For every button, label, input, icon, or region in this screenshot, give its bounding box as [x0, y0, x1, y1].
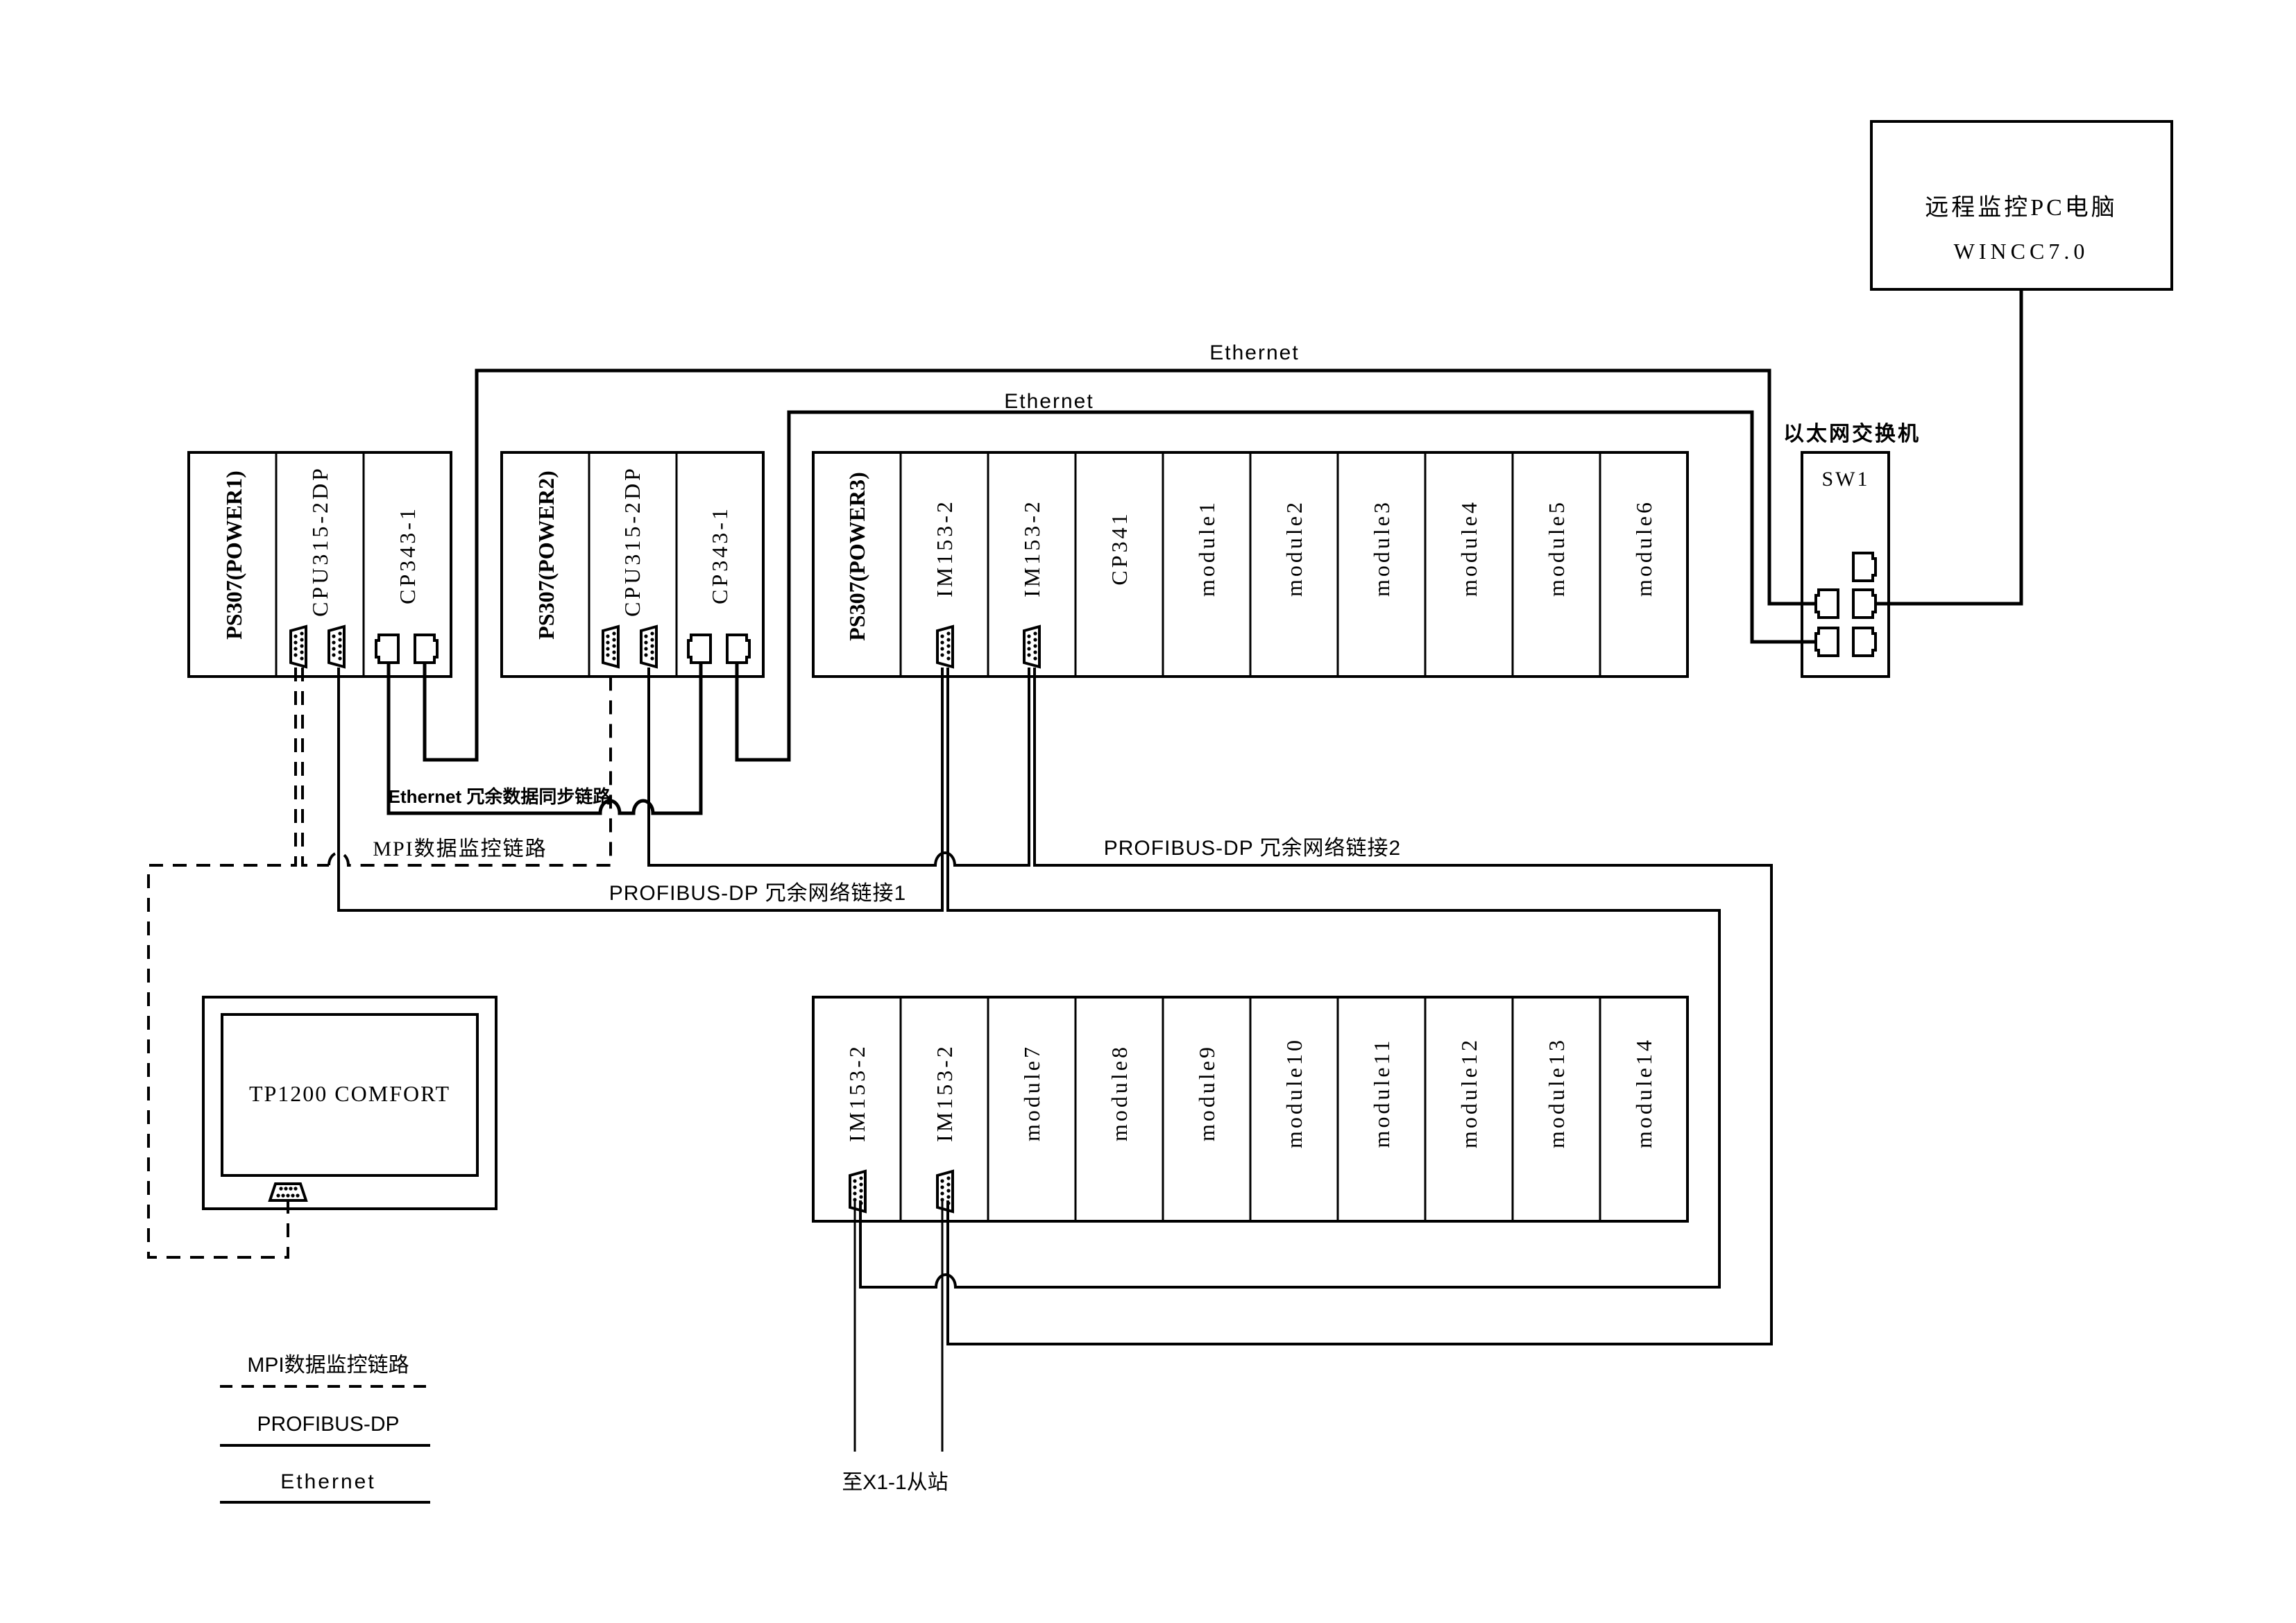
rack1-cpu-dp-port-icon [328, 625, 346, 668]
remote-pc-title: 远程监控PC电脑 [1925, 194, 2118, 221]
mpi-link-label: MPI数据监控链路 [373, 838, 547, 860]
ethernet-links [386, 289, 2023, 815]
rack2-slot-cpu: CPU315-2DP [620, 466, 645, 617]
ethernet-sync-link [386, 663, 703, 815]
rack4-slot-module12: module12 [1456, 1037, 1481, 1148]
rack3-im2-port-icon [1023, 625, 1041, 668]
ethernet-top-label: Ethernet [1209, 341, 1299, 364]
switch-port-1-icon [1852, 552, 1877, 582]
rack-1: PS307(POWER1) CPU315-2DP CP343-1 [187, 451, 452, 678]
ethernet-second-label: Ethernet [1004, 390, 1094, 413]
profibus-link-2-label: PROFIBUS-DP 冗余网络链接2 [1104, 837, 1402, 860]
rack3-slot-module5: module5 [1544, 500, 1569, 597]
ethernet-link-rack2 [735, 410, 1816, 762]
rack2-cp-port-2-icon [726, 634, 751, 664]
switch-port-4-icon [1814, 627, 1839, 657]
switch-title: 以太网交换机 [1783, 422, 1921, 445]
switch-box [1801, 451, 1890, 678]
ethernet-link-rack1 [423, 368, 1816, 762]
mpi-link-hmi [147, 668, 297, 1259]
rack3-slot-im153-2: IM153-2 [932, 499, 957, 597]
rack1-slot-ps: PS307(POWER1) [221, 470, 246, 640]
rack4-slot-module13: module13 [1544, 1037, 1569, 1148]
rack1-slot-cpu: CPU315-2DP [307, 466, 332, 617]
rack4-slot-im153-2: IM153-2 [932, 1044, 957, 1142]
mpi-links [147, 668, 612, 1259]
rack3-slot-ps307-power3-: PS307(POWER3) [844, 472, 869, 641]
legend: MPI数据监控链路 PROFIBUS-DP Ethernet [220, 1354, 430, 1504]
rack4-im1-port-icon [849, 1170, 867, 1213]
rack2-slot-cp: CP343-1 [707, 506, 732, 604]
rack1-cpu-mpi-port-icon [289, 625, 307, 668]
rack1-slot-cp: CP343-1 [395, 506, 420, 604]
slave-station-label: 至X1-1从站 [842, 1471, 948, 1494]
legend-profibus-label: PROFIBUS-DP [257, 1413, 399, 1436]
rack3-slot-module1: module1 [1194, 500, 1219, 597]
ethernet-link-pc [1876, 289, 2023, 606]
mpi-link-rack1 [301, 668, 329, 867]
legend-mpi-label: MPI数据监控链路 [247, 1354, 409, 1377]
rack1-cp-port-1-icon [375, 634, 400, 664]
rack4-slot-module10: module10 [1282, 1037, 1307, 1148]
rack4-slot-module7: module7 [1019, 1044, 1044, 1141]
hmi-screen [221, 1013, 479, 1177]
rack-4: IM153-2 IM153-2 module7 module8 module9 modul… [812, 996, 1689, 1223]
rack4-slot-module9: module9 [1194, 1044, 1219, 1141]
rack4-slot-module14: module14 [1631, 1037, 1656, 1148]
rack2-slot-ps: PS307(POWER2) [534, 470, 559, 640]
switch-port-3-icon [1852, 588, 1877, 619]
switch-name: SW1 [1822, 468, 1870, 491]
rack2-cpu-dp-port-icon [640, 625, 658, 668]
rack4-slot-module8: module8 [1107, 1044, 1132, 1141]
profibus-link-1-rack4 [859, 668, 1721, 1289]
switch-port-2-icon [1814, 588, 1839, 619]
hmi-label: TP1200 COMFORT [249, 1081, 450, 1106]
profibus-links [337, 668, 1773, 1452]
rack4-slot-module11: module11 [1369, 1038, 1394, 1148]
rack-2: PS307(POWER2) CPU315-2DP CP343-1 [500, 451, 765, 678]
legend-ethernet-label: Ethernet [280, 1470, 375, 1493]
switch-port-5-icon [1852, 627, 1877, 657]
rack3-slot-cp341: CP341 [1107, 511, 1132, 585]
ethernet-sync-label: Ethernet 冗余数据同步链路 [389, 786, 612, 807]
remote-pc-software: WINCC7.0 [1954, 239, 2089, 264]
rack3-slot-module3: module3 [1369, 500, 1394, 597]
rack3-slot-module6: module6 [1631, 500, 1656, 597]
hmi-panel: TP1200 COMFORT [202, 996, 498, 1210]
remote-pc: 远程监控PC电脑 WINCC7.0 [1870, 120, 2173, 291]
rack1-cp-port-2-icon [414, 634, 439, 664]
rack3-slot-im153-2: IM153-2 [1019, 499, 1044, 597]
mpi-link-rack2 [328, 668, 612, 867]
profibus-link-2-rack2 [647, 668, 1030, 867]
hmi-mpi-port-icon [268, 1182, 308, 1202]
rack-3: PS307(POWER3) IM153-2 IM153-2 CP341 module1 m… [812, 451, 1689, 678]
rack3-slot-module4: module4 [1456, 500, 1481, 597]
rack3-im1-port-icon [936, 625, 954, 668]
rack2-cp-port-1-icon [687, 634, 712, 664]
rack4-slot-im153-2: IM153-2 [844, 1044, 869, 1142]
rack4-im2-port-icon [936, 1170, 954, 1213]
rack3-slot-module2: module2 [1282, 500, 1307, 597]
profibus-link-1-rack1 [337, 668, 944, 912]
rack2-cpu-mpi-port-icon [602, 625, 620, 668]
ethernet-switch: 以太网交换机 SW1 [1783, 422, 1921, 678]
profibus-link-1-label: PROFIBUS-DP 冗余网络链接1 [609, 882, 907, 905]
profibus-link-2-rack4 [946, 668, 1773, 1345]
